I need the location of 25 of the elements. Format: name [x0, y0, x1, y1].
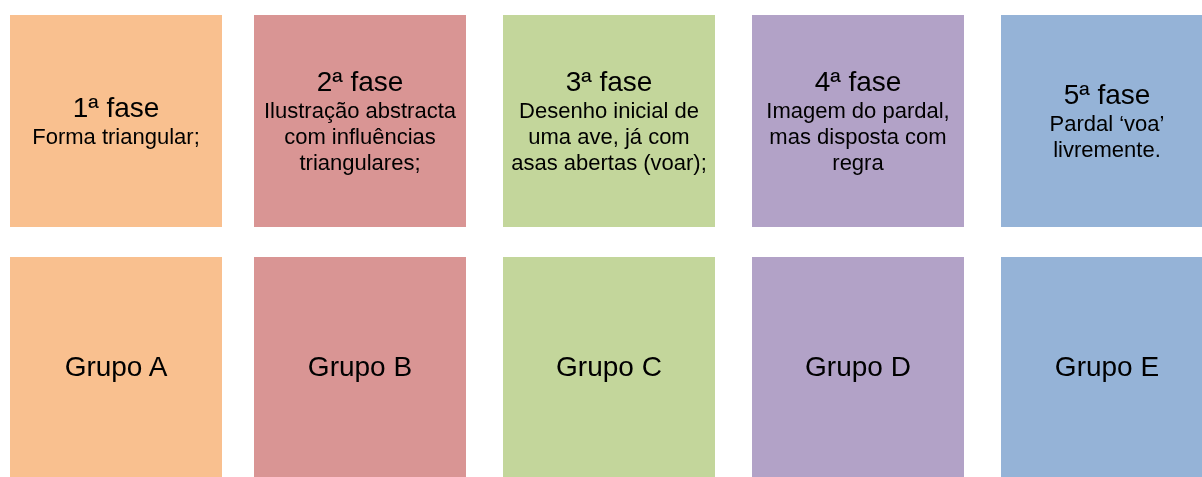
phase-card — [1001, 15, 1202, 227]
phase-description: Ilustração abstracta com influências triangulares; — [263, 98, 457, 176]
group-label: Grupo B — [307, 351, 413, 383]
phase-description: Pardal ‘voa’ livremente. — [1048, 111, 1166, 163]
group-label: Grupo A — [64, 351, 168, 383]
group-card — [503, 257, 715, 477]
phase-heading: 4ª fase — [814, 66, 902, 98]
phase-description: Forma triangular; — [32, 124, 200, 150]
phase-heading: 5ª fase — [1063, 79, 1151, 111]
group-card — [752, 257, 964, 477]
phase-card — [503, 15, 715, 227]
phase-heading: 3ª fase — [565, 66, 653, 98]
phase-card — [254, 15, 466, 227]
phase-card — [752, 15, 964, 227]
group-label: Grupo D — [805, 351, 911, 383]
group-card — [254, 257, 466, 477]
group-card — [1001, 257, 1202, 477]
phase-card — [10, 15, 222, 227]
group-card — [10, 257, 222, 477]
phase-description: Desenho inicial de uma ave, já com asas abertas (voar); — [511, 98, 707, 176]
group-label: Grupo C — [556, 351, 662, 383]
phase-heading: 1ª fase — [72, 92, 160, 124]
phase-heading: 2ª fase — [316, 66, 404, 98]
group-label: Grupo E — [1054, 351, 1160, 383]
phase-description: Imagem do pardal, mas disposta com regra — [765, 98, 951, 176]
